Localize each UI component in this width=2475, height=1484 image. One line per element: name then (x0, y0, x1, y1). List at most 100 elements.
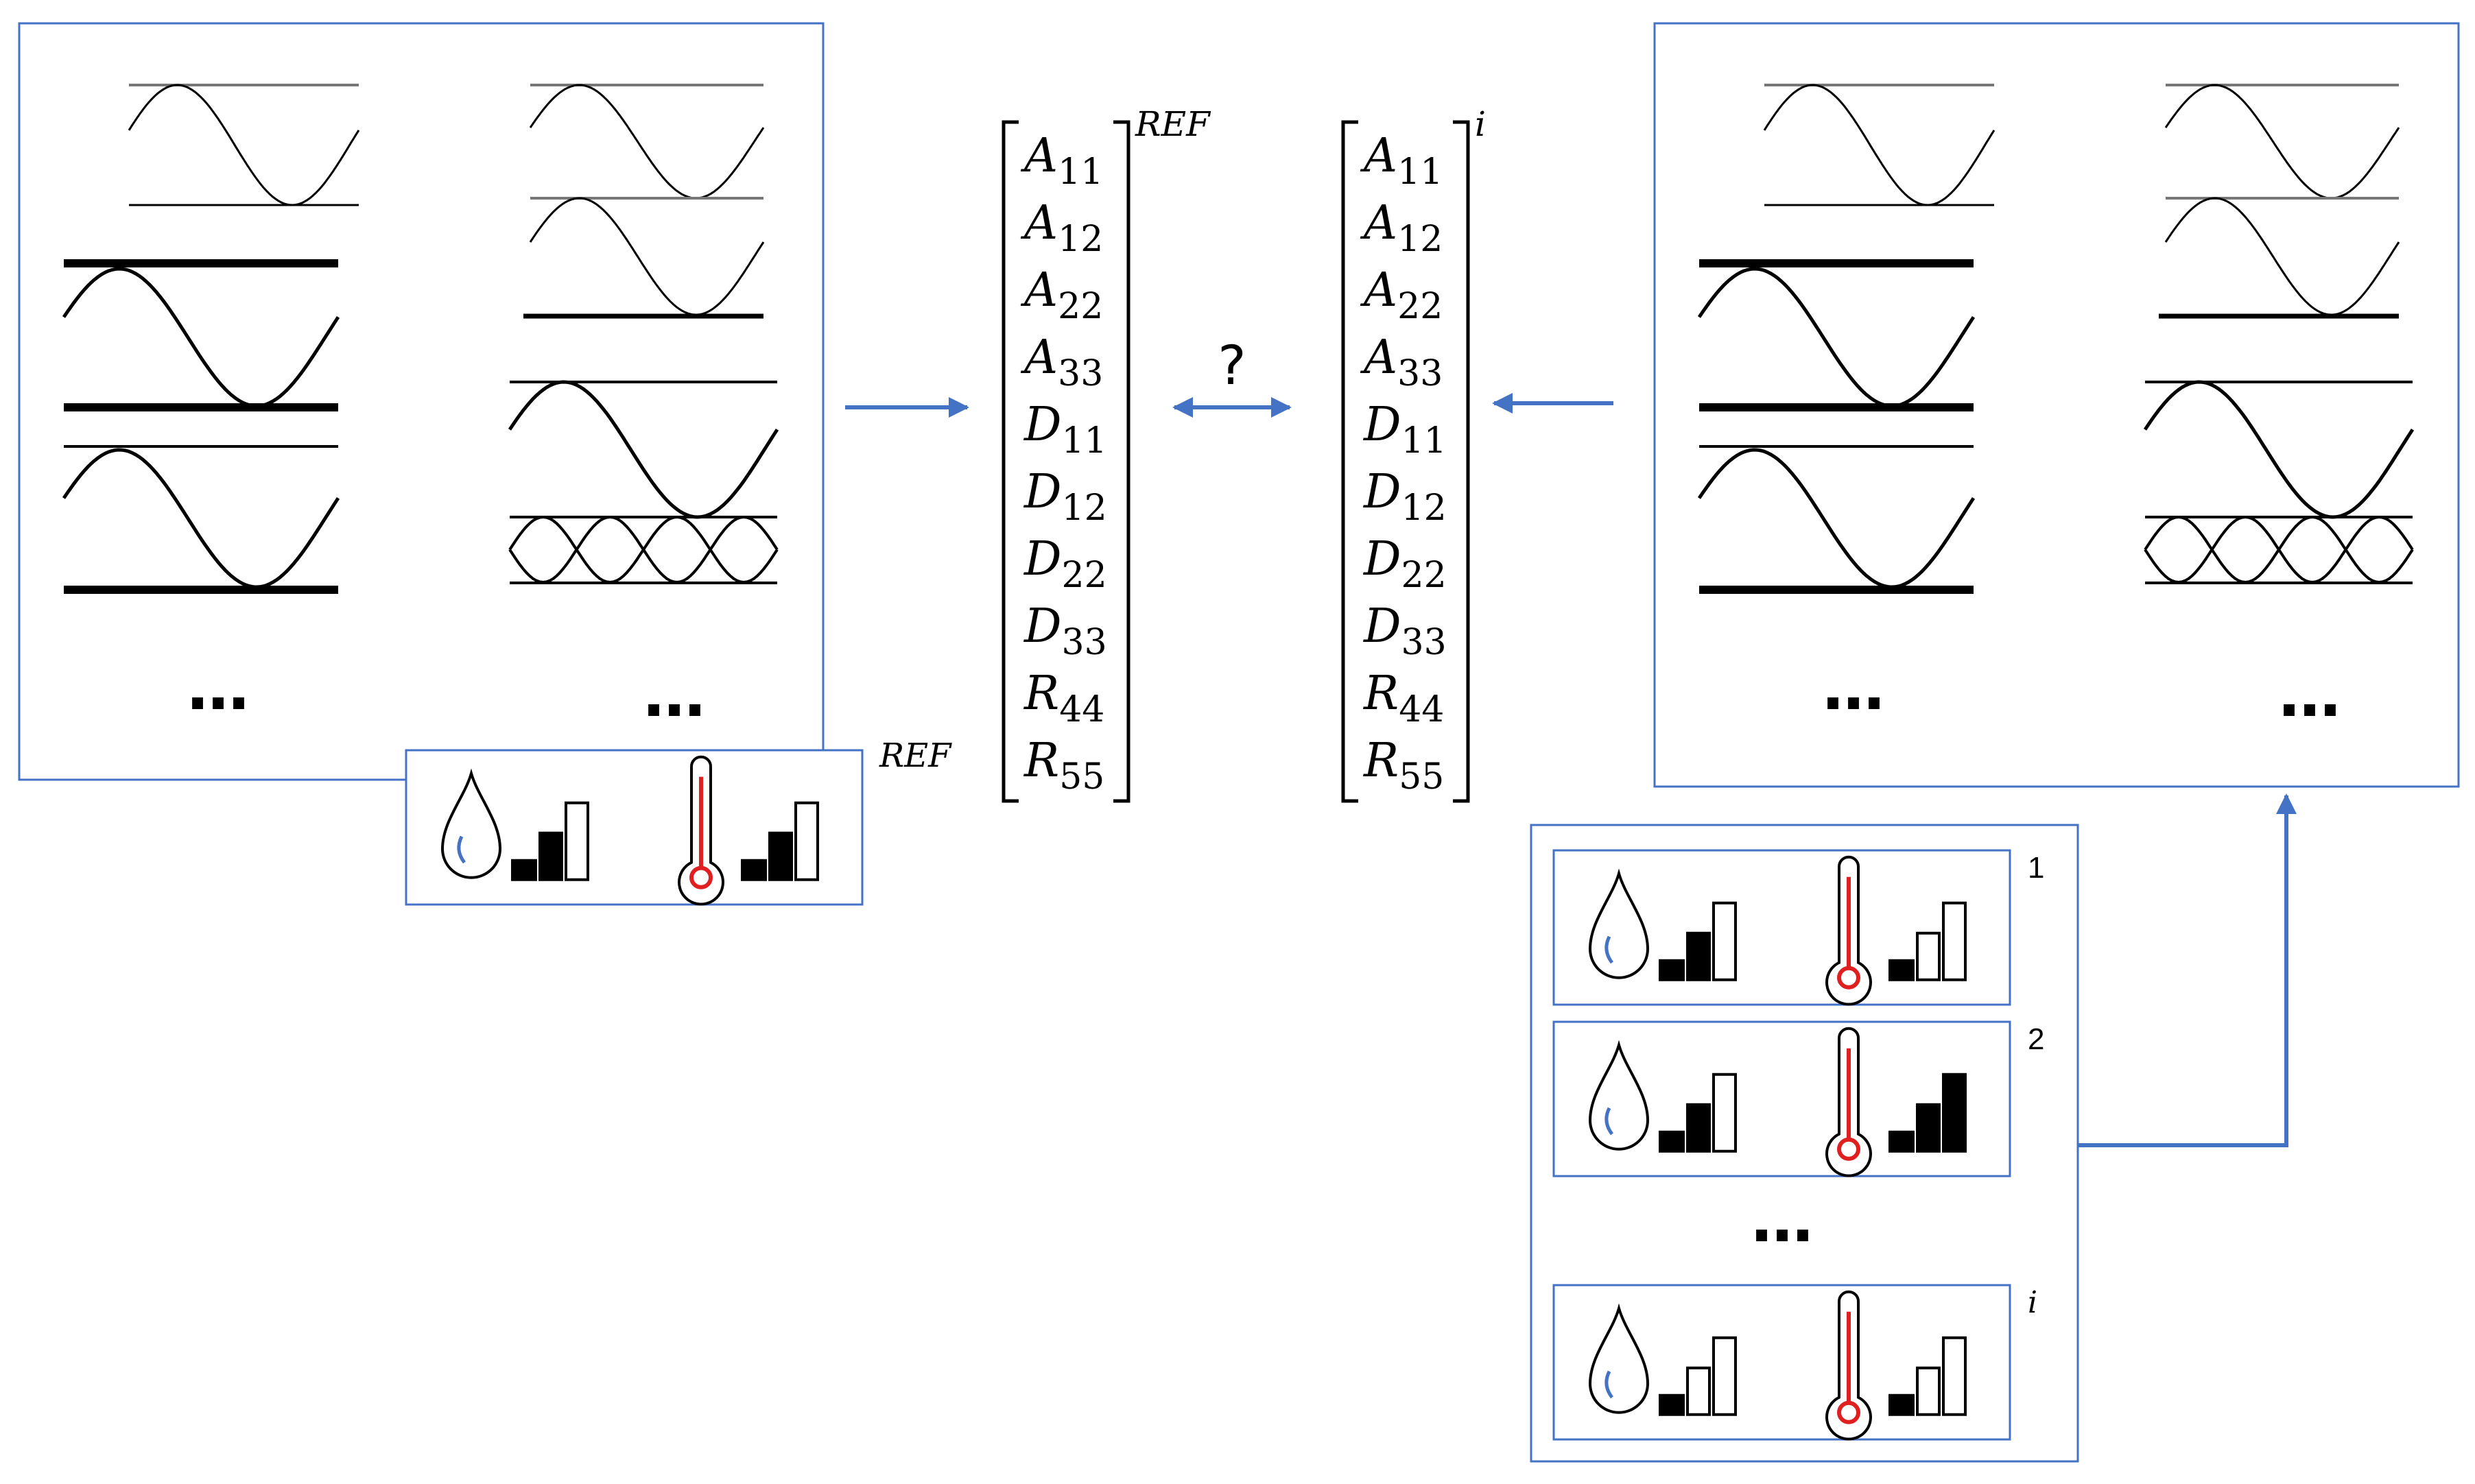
ellipsis-text: … (187, 652, 249, 724)
matrix-term-subscript: 33 (1397, 353, 1443, 394)
arrow-conditions-to-target (2078, 793, 2297, 1147)
condition-item (1552, 849, 2011, 1006)
matrix-term: R55 (1362, 734, 1444, 798)
laminate-stack-left (62, 84, 360, 594)
matrix-term-base: D (1362, 465, 1401, 519)
matrix-term: D12 (1362, 465, 1447, 529)
temperature-level-bar (1942, 901, 1967, 981)
matrix-term-base: D (1023, 599, 1062, 654)
thermometer-bulb (1837, 966, 1860, 990)
matrix-term-base: D (1362, 398, 1401, 452)
water-drop-highlight (1604, 935, 1614, 964)
matrix-term: A33 (1020, 331, 1103, 394)
core-wave (529, 84, 765, 200)
core-wave (2144, 515, 2414, 584)
matrix-term-subscript: 11 (1058, 152, 1103, 193)
matrix-term: R55 (1023, 734, 1104, 798)
temperature-level-bar (1916, 1103, 1941, 1153)
humidity-level-bar (1712, 901, 1737, 981)
matrix-term: A12 (1360, 196, 1443, 260)
matrix-term: D33 (1023, 599, 1107, 663)
matrix-term: A22 (1020, 263, 1103, 327)
matrix-term-subscript: 12 (1062, 488, 1107, 529)
temperature-level-bar (1916, 1366, 1941, 1416)
matrix-term-subscript: 33 (1401, 622, 1447, 663)
matrix-term: D22 (1023, 532, 1107, 596)
core-wave (62, 448, 340, 589)
matrix-term-base: A (1020, 129, 1058, 183)
humidity-level-bar (511, 859, 537, 881)
core-wave (128, 84, 360, 206)
water-drop-icon (1588, 868, 1650, 979)
matrix-left-bracket (1341, 120, 1358, 803)
temperature-level-bar (794, 801, 819, 881)
core-wave (1763, 84, 1996, 206)
condition-label: 2 (2028, 1022, 2044, 1056)
core-wave (508, 380, 779, 519)
water-drop-highlight (1604, 1107, 1614, 1136)
water-drop-highlight (1604, 1370, 1614, 1399)
matrix-term-subscript: 22 (1401, 555, 1447, 596)
temperature-level-bar (1916, 931, 1941, 981)
temperature-level-bar (768, 831, 793, 881)
laminate-stack-right (2143, 84, 2415, 584)
matrix-term: A33 (1360, 331, 1443, 394)
matrix-term-base: A (1360, 196, 1397, 250)
thermometer-bulb (689, 865, 713, 889)
matrix-term-base: R (1023, 734, 1059, 788)
matrix-term-subscript: 22 (1058, 286, 1103, 327)
matrix-term-base: R (1362, 734, 1399, 788)
matrix-term-base: D (1362, 532, 1401, 586)
matrix-term-base: A (1020, 196, 1058, 250)
matrix-term-subscript: 22 (1397, 286, 1443, 327)
matrix-term: D12 (1023, 465, 1107, 529)
ellipsis-text: … (2279, 659, 2341, 731)
matrix-term-subscript: 11 (1397, 152, 1443, 193)
humidity-level-bar (1686, 1103, 1711, 1153)
matrix-superscript: i (1475, 104, 1486, 144)
matrix-term-subscript: 22 (1062, 555, 1107, 596)
core-wave (2143, 380, 2415, 519)
laminate-stack-left (1697, 84, 1996, 594)
water-drop-icon (1588, 1303, 1650, 1414)
condition-label: i (2028, 1285, 2037, 1320)
matrix-term: R44 (1362, 667, 1444, 730)
humidity-level-bar (1712, 1336, 1737, 1416)
matrix-term-base: R (1023, 667, 1059, 721)
temperature-level-bar (741, 859, 767, 881)
ellipsis-text: … (643, 659, 705, 731)
matrix-term-subscript: 44 (1399, 689, 1444, 730)
target-laminate-panel: …… (1653, 22, 2460, 788)
matrix-term-base: D (1023, 532, 1062, 586)
temperature-level-bar (1942, 1336, 1967, 1416)
matrix-term: A11 (1360, 129, 1443, 193)
water-drop-highlight (457, 835, 466, 864)
matrix-term: D22 (1362, 532, 1447, 596)
core-wave (2164, 84, 2400, 200)
humidity-level-bar (1686, 931, 1711, 981)
conditions-ellipsis: … (1751, 1184, 1813, 1256)
core-wave (529, 197, 765, 316)
matrix-term-base: D (1023, 398, 1062, 452)
core-wave (1697, 448, 1976, 589)
temperature-level-bar (1942, 1073, 1967, 1153)
matrix-superscript: REF (1135, 104, 1211, 144)
matrix-term-subscript: 55 (1059, 756, 1104, 798)
matrix-left-bracket (1002, 120, 1019, 803)
humidity-level-bar (1659, 959, 1685, 981)
humidity-level-bar (1686, 1366, 1711, 1416)
matrix-term: A12 (1020, 196, 1103, 260)
matrix-term: D33 (1362, 599, 1447, 663)
humidity-level-bar (1659, 1393, 1685, 1416)
thermometer-bulb (1837, 1400, 1860, 1424)
reference-laminate-panel: …… (18, 22, 825, 781)
matrix-term-base: A (1020, 331, 1058, 385)
laminate-stack-right (508, 84, 779, 584)
core-wave (2164, 197, 2400, 316)
matrix-term-base: A (1020, 263, 1058, 318)
matrix-term: A11 (1020, 129, 1103, 193)
matrix-term-base: D (1023, 465, 1062, 519)
matrix-term-subscript: 11 (1062, 420, 1107, 462)
thermometer-bulb (1837, 1137, 1860, 1161)
